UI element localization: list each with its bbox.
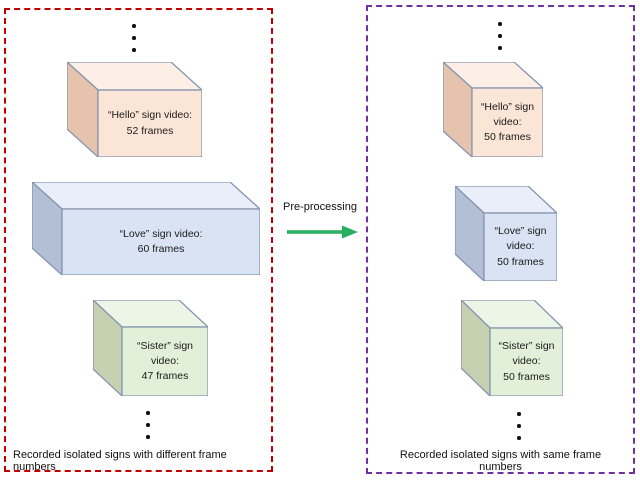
preprocessing-label: Pre-processing [283, 201, 357, 213]
cuboid-shape [32, 182, 260, 275]
cuboid-shape [461, 300, 563, 396]
dot-icon [132, 48, 136, 52]
dot-icon [132, 24, 136, 28]
right-panel-same-frames [366, 5, 635, 474]
hello-video-box-right: “Hello” sign video: 50 frames [443, 62, 543, 157]
right-panel-caption: Recorded isolated signs with same frame … [399, 449, 602, 473]
cuboid-shape [93, 300, 208, 396]
dot-icon [132, 36, 136, 40]
cuboid-shape [443, 62, 543, 157]
left-panel-different-frames [4, 8, 273, 472]
sister-box-label: “Sister” sign video: 47 frames [136, 339, 193, 383]
cuboid-shape [67, 62, 202, 157]
preprocessing-arrow-icon [287, 225, 358, 239]
sister-box-label: “Sister” sign video: 50 frames [498, 340, 555, 383]
hello-box-label: “Hello” sign video: 52 frames [107, 109, 193, 137]
love-box-label: “Love” sign video: 50 frames [494, 225, 547, 268]
dot-icon [146, 435, 150, 439]
dot-icon [517, 436, 521, 440]
dot-icon [517, 424, 521, 428]
love-video-box-left: “Love” sign video: 60 frames [32, 182, 260, 275]
cuboid-shape [455, 186, 557, 281]
dot-icon [498, 22, 502, 26]
hello-box-label: “Hello” sign video: 50 frames [480, 100, 535, 144]
dot-icon [498, 46, 502, 50]
dot-icon [146, 411, 150, 415]
love-video-box-right: “Love” sign video: 50 frames [455, 186, 557, 281]
hello-video-box-left: “Hello” sign video: 52 frames [67, 62, 202, 157]
dot-icon [498, 34, 502, 38]
sister-video-box-left: “Sister” sign video: 47 frames [93, 300, 208, 396]
dot-icon [517, 412, 521, 416]
dot-icon [146, 423, 150, 427]
love-box-label: “Love” sign video: 60 frames [119, 227, 203, 255]
left-panel-caption: Recorded isolated signs with different f… [13, 449, 227, 473]
sister-video-box-right: “Sister” sign video: 50 frames [461, 300, 563, 396]
